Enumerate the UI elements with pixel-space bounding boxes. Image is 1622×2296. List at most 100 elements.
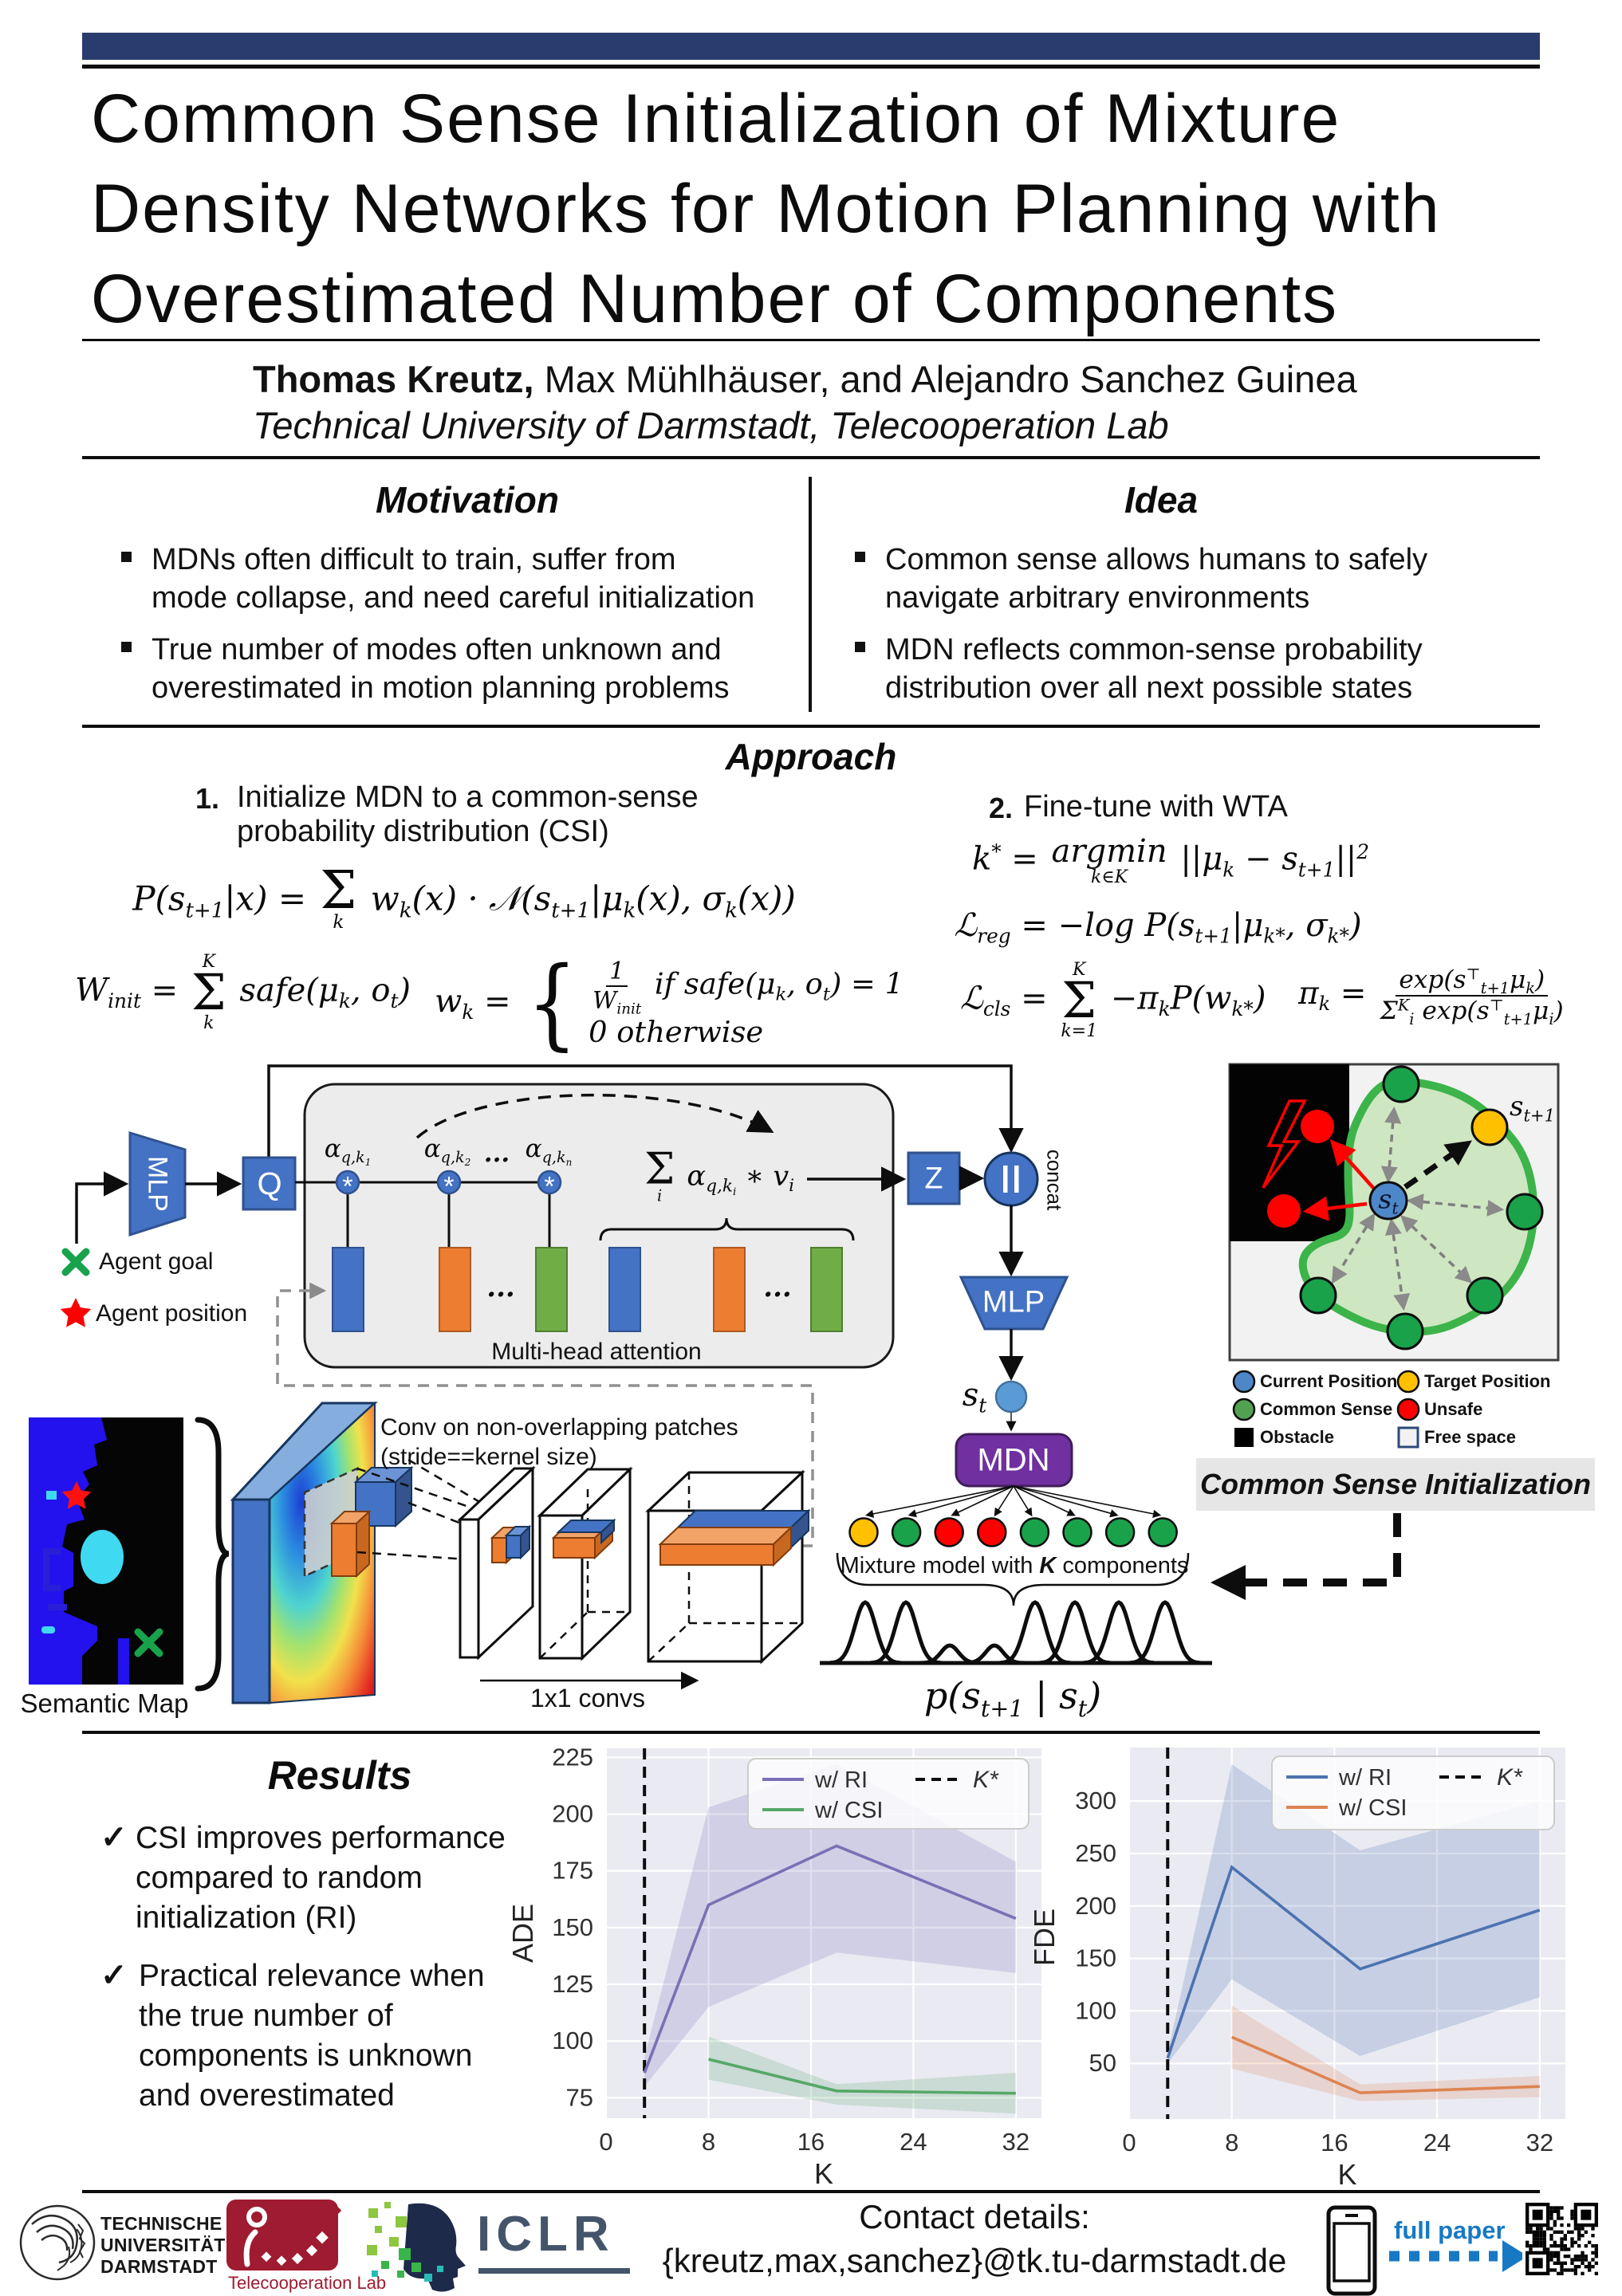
iclr-head-logo — [367, 2202, 466, 2292]
svg-text:100: 100 — [1075, 1996, 1116, 2024]
author-first: Thomas Kreutz, — [253, 358, 534, 400]
mlp1-label: MLP — [142, 1156, 173, 1212]
conv-box-2 — [537, 1466, 633, 1661]
formula-pik: πk = exp(s⊤t+1μk)ΣKi exp(s⊤t+1μi) — [1298, 965, 1564, 1028]
attention-loop-arrow — [415, 1093, 774, 1139]
connector-input-to-mlp — [75, 1171, 129, 1244]
cs-legend-label-4: Obstacle — [1260, 1427, 1334, 1447]
svg-text:32: 32 — [1002, 2128, 1029, 2156]
motivation-bullet-1: MDNs often difficult to train, suffer fr… — [152, 543, 755, 615]
tud-logo-emblem — [19, 2204, 96, 2281]
mixture-brace-label: Mixture model with K components — [840, 1553, 1189, 1578]
svg-text:200: 200 — [1075, 1892, 1116, 1920]
common-sense-map — [1228, 1063, 1560, 1362]
approach-step2-number: 2. — [989, 792, 1014, 824]
svg-text:K: K — [814, 2157, 833, 2190]
st-node — [994, 1380, 1028, 1413]
affiliation: Technical University of Darmstadt, Telec… — [253, 404, 1169, 446]
mlp1-box — [128, 1130, 187, 1237]
contact-email: {kreutz,max,sanchez}@tk.tu-darmstadt.de — [662, 2242, 1287, 2279]
cs-nodes — [1267, 1065, 1544, 1350]
tk-lab-label: Telecooperation Lab — [228, 2273, 387, 2293]
mdn-label: MDN — [977, 1442, 1050, 1478]
key-bar-orange — [439, 1247, 471, 1332]
svg-text:w/ RI: w/ RI — [1338, 1765, 1392, 1791]
conv-box-3 — [645, 1469, 811, 1665]
cs-legend-label-5: Free space — [1424, 1427, 1516, 1447]
cs-st-label: st — [1378, 1183, 1399, 1218]
hazard-lightning-icon — [1262, 1099, 1307, 1189]
cs-legend-label-1: Target Position — [1424, 1371, 1551, 1391]
value-group-brace — [599, 1217, 855, 1241]
authors-rest: Max Mühlhäuser, and Alejandro Sanchez Gu… — [533, 358, 1357, 400]
svg-text:16: 16 — [797, 2128, 825, 2156]
svg-text:0: 0 — [1122, 2129, 1136, 2156]
svg-text:w/ CSI: w/ CSI — [814, 1798, 883, 1823]
st-label: st — [962, 1377, 987, 1417]
alpha2-label: αq,k2 — [423, 1134, 471, 1168]
affil-rule — [82, 456, 1540, 459]
z-label: Z — [924, 1162, 943, 1196]
svg-text:75: 75 — [566, 2083, 593, 2111]
mlp2-label: MLP — [982, 1285, 1045, 1319]
cs-legend-label-3: Unsafe — [1424, 1399, 1483, 1419]
svg-text:w/ CSI: w/ CSI — [1338, 1795, 1407, 1821]
title-rule — [82, 339, 1540, 341]
navy-top-bar — [82, 33, 1540, 60]
key-bar-blue — [332, 1247, 364, 1332]
svg-text:0: 0 — [599, 2128, 612, 2156]
cs-legend-label-0: Current Position — [1260, 1371, 1398, 1391]
poster-title-line1: Common Sense Initialization of Mixture — [91, 81, 1341, 157]
svg-text:24: 24 — [1423, 2129, 1451, 2156]
unsafe-arrows — [1302, 1139, 1376, 1221]
section-rule-approach — [82, 725, 1540, 728]
svg-text:ADE: ADE — [506, 1904, 539, 1963]
svg-text:K*: K* — [1497, 1764, 1523, 1791]
attention-star: * — [443, 1171, 455, 1202]
iclr-underline — [478, 2268, 630, 2274]
bullet-icon — [855, 642, 865, 652]
tk-lab-logo — [226, 2200, 342, 2270]
approach-step2-text: Fine-tune with WTA — [1024, 790, 1288, 824]
svg-text:24: 24 — [900, 2128, 927, 2156]
value-bar-orange — [713, 1247, 746, 1332]
conv-1x1-label: 1x1 convs — [530, 1684, 646, 1712]
concat-node — [983, 1151, 1039, 1207]
cs-direction-arrows — [1331, 1106, 1505, 1311]
target-arrow — [1403, 1140, 1472, 1189]
attention-weight-nodes — [335, 1170, 562, 1195]
check-icon: ✓ — [100, 1958, 128, 1993]
results-heading: Results — [267, 1753, 412, 1798]
cs-legend-markers — [1232, 1370, 1420, 1449]
map-brace — [195, 1417, 230, 1692]
conv-patches-label: Conv on non-overlapping patches(stride==… — [380, 1414, 738, 1470]
mixture-distribution-curves — [828, 1600, 1203, 1665]
svg-text:100: 100 — [552, 2027, 593, 2054]
approach-step1-number: 1. — [195, 782, 220, 815]
motivation-heading: Motivation — [376, 479, 559, 521]
cs-st1-label: st+1 — [1510, 1091, 1555, 1126]
connector-q-to-concat — [267, 1064, 1024, 1158]
svg-text:16: 16 — [1321, 2129, 1348, 2156]
agent-goal-icon — [61, 1248, 90, 1276]
mha-label: Multi-head attention — [491, 1339, 702, 1365]
svg-text:225: 225 — [552, 1743, 593, 1771]
cs-legend-label-2: Common Sense — [1260, 1399, 1393, 1419]
q-label: Q — [257, 1166, 282, 1202]
concat-label: concat — [1042, 1149, 1067, 1211]
attention-star: * — [342, 1171, 353, 1202]
multi-head-attention-box — [303, 1083, 895, 1369]
semantic-map — [29, 1417, 183, 1685]
